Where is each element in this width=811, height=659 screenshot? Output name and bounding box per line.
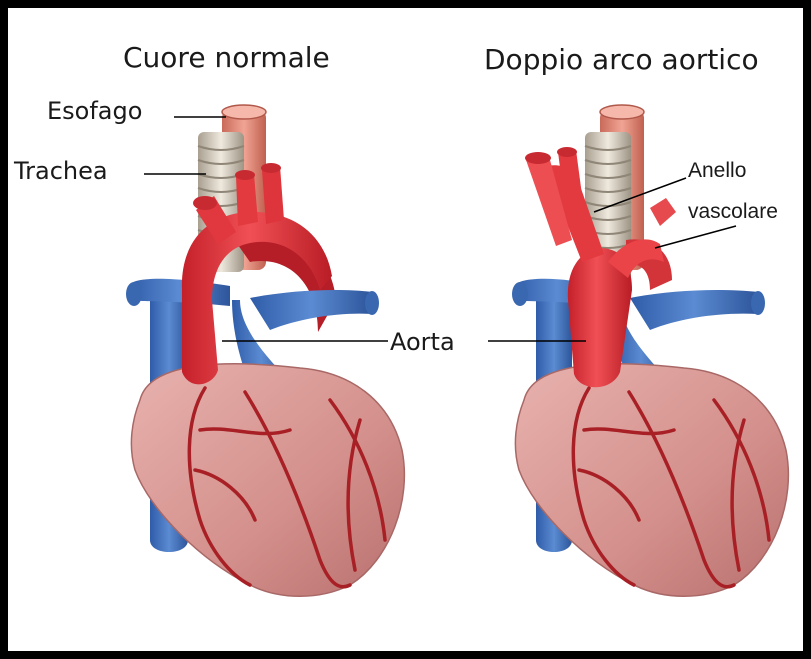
label-esophagus: Esofago — [47, 99, 142, 123]
pulmonary-artery — [250, 290, 372, 330]
label-trachea: Trachea — [14, 159, 108, 183]
label-ring-line2: vascolare — [688, 201, 778, 222]
double-arch-heart — [512, 105, 788, 596]
heart-body — [131, 364, 404, 596]
pulmonary-artery-right — [630, 290, 758, 330]
left-pulmonary-vessel — [128, 279, 230, 306]
heart-body-right — [515, 364, 788, 596]
ring-pointer-lower — [655, 226, 736, 248]
label-ring-line1: Anello — [688, 160, 746, 181]
title-double-aortic-arch: Doppio arco aortico — [484, 46, 759, 74]
title-normal-heart: Cuore normale — [123, 44, 330, 72]
normal-heart — [126, 105, 404, 596]
label-aorta: Aorta — [390, 330, 455, 354]
